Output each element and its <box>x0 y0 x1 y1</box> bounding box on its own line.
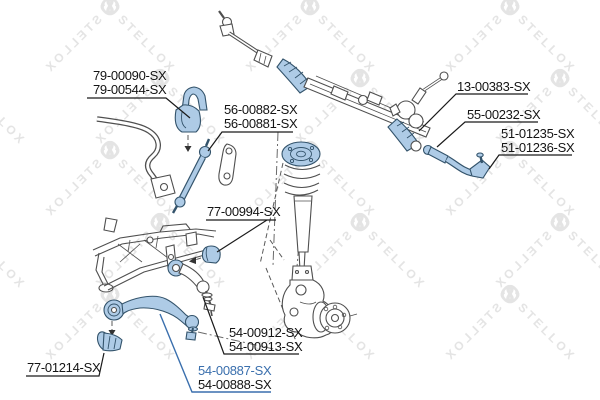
knuckle-hub-drawing <box>281 265 358 339</box>
sway-bar-drawing <box>96 116 176 199</box>
part-number-link[interactable]: 51-01235-SX <box>501 126 575 141</box>
leader-lines <box>26 93 572 393</box>
part-label-steering-boot: 13-00383-SX <box>457 79 531 94</box>
subframe-drawing <box>92 217 217 293</box>
part-number-link[interactable]: 13-00383-SX <box>457 79 531 94</box>
steering-rack-drawing <box>218 10 491 179</box>
part-label-arm-bushing-front: 77-01214-SX <box>27 360 101 375</box>
part-number-link[interactable]: 56-00882-SX <box>224 102 298 117</box>
part-number-link[interactable]: 79-00544-SX <box>93 82 167 97</box>
part-number-link[interactable]: 77-00994-SX <box>207 204 281 219</box>
upper-control-arm-drawing <box>167 259 216 317</box>
part-number-link[interactable]: 54-00912-SX <box>229 325 303 340</box>
part-label-tie-rod-end: 51-01235-SX 51-01236-SX <box>501 126 575 155</box>
part-label-arm-bushing-rear: 77-00994-SX <box>207 204 281 219</box>
part-number-link[interactable]: 56-00881-SX <box>224 116 298 131</box>
part-label-stabilizer-bushing: 79-00090-SX 79-00544-SX <box>93 68 167 97</box>
part-label-inner-tie-rod: 55-00232-SX <box>467 107 541 122</box>
part-label-stabilizer-link: 56-00882-SX 56-00881-SX <box>224 102 298 131</box>
stabilizer-link-drawing <box>171 138 237 214</box>
arm-rear-bushing-drawing <box>189 245 221 264</box>
part-number-link[interactable]: 55-00232-SX <box>467 107 541 122</box>
part-number-link[interactable]: 77-01214-SX <box>27 360 101 375</box>
stabilizer-bushing-drawing <box>174 86 208 152</box>
part-number-link[interactable]: 79-00090-SX <box>93 68 167 83</box>
part-label-upper-control-arm: 54-00912-SX 54-00913-SX <box>229 325 303 354</box>
arm-front-bushing-drawing <box>96 331 123 352</box>
lower-control-arm-highlighted <box>103 295 200 341</box>
part-number-link[interactable]: 54-00913-SX <box>229 339 303 354</box>
part-number-link-selected[interactable]: 54-00887-SX <box>198 363 272 378</box>
part-label-lower-control-arm: 54-00887-SX 54-00888-SX <box>198 363 272 392</box>
part-number-link[interactable]: 51-01236-SX <box>501 140 575 155</box>
part-number-link[interactable]: 54-00888-SX <box>198 377 272 392</box>
spring-strut-drawing <box>281 141 321 271</box>
